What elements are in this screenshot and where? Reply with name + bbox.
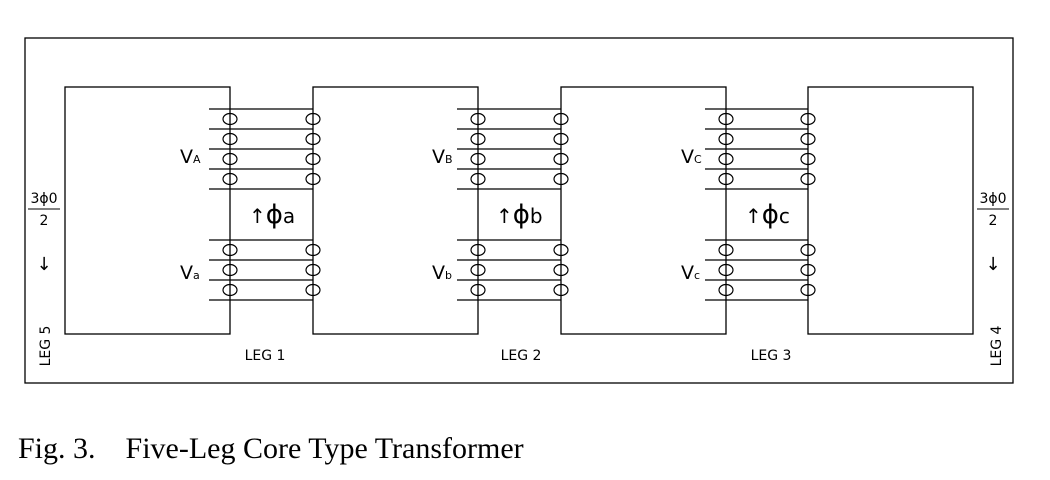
outer-flux-right-denominator: 2	[989, 213, 998, 229]
coil-turn-loop	[305, 112, 321, 126]
coil-turn-loop	[470, 132, 486, 146]
transformer-diagram: VA Va ↑ϕa VB Vb ↑ϕb VC Vc ↑ϕc LEG 1 LEG …	[24, 37, 1014, 384]
flux-label-c: ↑ϕc	[745, 200, 790, 230]
coil-turn-loop	[718, 283, 734, 297]
coil-turn-loop	[553, 263, 569, 277]
outer-core-frame	[24, 37, 1014, 384]
winding-label-vc-upper: VC	[681, 146, 702, 168]
coil-lower-b	[457, 239, 569, 301]
coil-turn-loop	[553, 132, 569, 146]
flux-label-b: ↑ϕb	[496, 200, 543, 230]
coil-turn-loop	[718, 152, 734, 166]
outer-flux-left-numerator: 3ϕ0	[30, 191, 57, 207]
winding-label-vb-lower: Vb	[432, 262, 452, 284]
coil-turn-loop	[222, 172, 238, 186]
coil-turn-loop	[305, 263, 321, 277]
winding-coils	[209, 108, 816, 301]
coil-turn-loop	[470, 172, 486, 186]
core-window-1	[64, 86, 231, 335]
coil-lower-c	[705, 239, 816, 301]
leg-5-label: LEG 5	[38, 326, 54, 367]
core-window-3	[560, 86, 727, 335]
coil-turn-loop	[718, 263, 734, 277]
coil-turn-loop	[305, 243, 321, 257]
coil-turn-loop	[305, 152, 321, 166]
coil-turn-loop	[470, 243, 486, 257]
outer-flux-right-numerator: 3ϕ0	[979, 191, 1006, 207]
coil-turn-loop	[470, 263, 486, 277]
coil-turn-loop	[718, 172, 734, 186]
coil-turn-loop	[800, 283, 816, 297]
coil-turn-loop	[470, 112, 486, 126]
coil-turn-loop	[305, 283, 321, 297]
winding-label-vb-upper: VB	[432, 146, 453, 168]
coil-turn-loop	[553, 283, 569, 297]
coil-turn-loop	[718, 112, 734, 126]
figure-caption-text: Five-Leg Core Type Transformer	[125, 432, 524, 465]
coil-turn-loop	[800, 263, 816, 277]
coil-turn-loop	[800, 243, 816, 257]
coil-turn-loop	[222, 112, 238, 126]
figure-number: Fig. 3.	[18, 432, 96, 465]
coil-turn-loop	[222, 132, 238, 146]
coil-turn-loop	[222, 243, 238, 257]
outer-flux-left-arrow: ↓	[36, 254, 51, 275]
coil-turn-loop	[470, 283, 486, 297]
coil-turn-loop	[222, 283, 238, 297]
coil-turn-loop	[718, 243, 734, 257]
coil-turn-loop	[305, 172, 321, 186]
coil-turn-loop	[800, 112, 816, 126]
coil-upper-c	[705, 108, 816, 190]
flux-label-a: ↑ϕa	[249, 200, 295, 230]
leg-3-label: LEG 3	[751, 348, 792, 364]
coil-lower-a	[209, 239, 321, 301]
outer-flux-right-arrow: ↓	[985, 254, 1000, 275]
coil-turn-loop	[553, 152, 569, 166]
coil-turn-loop	[718, 132, 734, 146]
coil-turn-loop	[800, 132, 816, 146]
coil-upper-a	[209, 108, 321, 190]
winding-label-vc-lower: Vc	[681, 262, 700, 284]
core-window-2	[312, 86, 479, 335]
leg-4-label: LEG 4	[989, 325, 1005, 366]
leg-1-label: LEG 1	[245, 348, 286, 364]
coil-turn-loop	[222, 263, 238, 277]
core-window-4	[807, 86, 974, 335]
coil-turn-loop	[222, 152, 238, 166]
coil-turn-loop	[305, 132, 321, 146]
figure-caption: Fig. 3. Five-Leg Core Type Transformer	[18, 432, 524, 466]
outer-flux-left-denominator: 2	[40, 213, 49, 229]
coil-turn-loop	[553, 112, 569, 126]
coil-turn-loop	[800, 172, 816, 186]
coil-turn-loop	[470, 152, 486, 166]
winding-label-va-lower: Va	[180, 262, 200, 284]
coil-turn-loop	[553, 172, 569, 186]
winding-label-va-upper: VA	[180, 146, 201, 168]
coil-turn-loop	[553, 243, 569, 257]
coil-turn-loop	[800, 152, 816, 166]
coil-upper-b	[457, 108, 569, 190]
leg-2-label: LEG 2	[501, 348, 542, 364]
